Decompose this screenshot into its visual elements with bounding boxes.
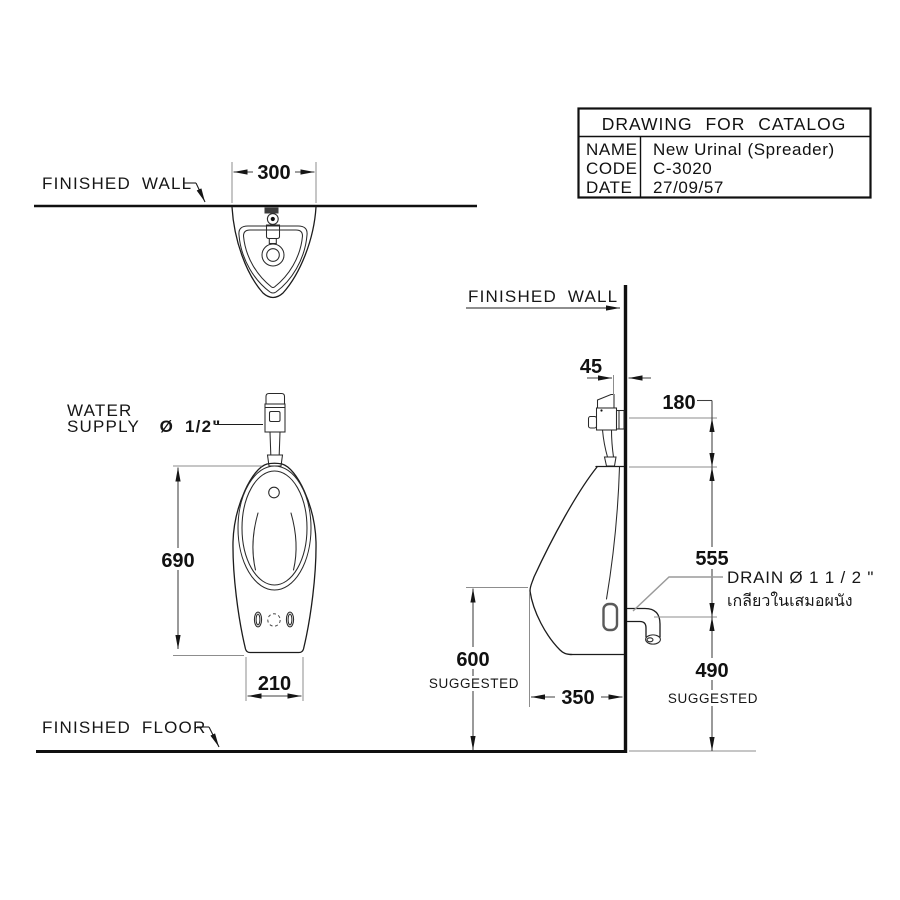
title-block-border <box>577 107 872 199</box>
dim-45: 45 <box>580 356 651 396</box>
name-value: New Urinal (Spreader) <box>653 140 835 159</box>
finished-wall-label-top: FINISHED WALL <box>42 174 192 193</box>
water-supply-line2: SUPPLY <box>67 417 140 436</box>
suggested-label-left: SUGGESTED <box>429 676 519 691</box>
drawing-title: DRAWING FOR CATALOG <box>602 114 847 134</box>
inlet-to-rim-dimension: 180 <box>662 392 695 414</box>
base-width-dimension: 210 <box>258 673 291 695</box>
front-view: WATER SUPPLY Ø 1/2" <box>36 392 627 753</box>
valve-shank-side <box>603 456 617 467</box>
finished-floor-leader <box>197 726 220 748</box>
urinal-side-outline <box>529 465 625 656</box>
depth-dimension: 350 <box>561 687 594 709</box>
drain-pipe <box>626 607 661 645</box>
lip-height-dimension: 600 <box>456 649 489 671</box>
rim-outer-top <box>238 225 308 294</box>
code-value: C-3020 <box>653 159 712 178</box>
flush-valve-side <box>587 393 625 467</box>
valve-offset-dimension: 45 <box>580 356 602 378</box>
bowl-inner-line-side <box>605 466 621 600</box>
finished-floor-label: FINISHED FLOOR <box>42 718 206 737</box>
valve-knob-side <box>587 415 598 429</box>
title-block: DRAWING FOR CATALOG NAME New Urinal (Spr… <box>577 107 872 199</box>
rim-inner-top <box>242 229 304 289</box>
spreader-stem-top <box>268 237 277 245</box>
flush-valve-front <box>264 392 286 467</box>
finished-wall-leader-top <box>183 182 206 203</box>
name-label: NAME <box>586 140 638 159</box>
side-view: FINISHED WALL <box>429 285 874 753</box>
date-value: 27/09/57 <box>653 178 724 197</box>
drain-height-dimension: 490 <box>695 660 728 682</box>
dim-210: 210 <box>245 657 304 701</box>
spreader-hole-front <box>268 486 280 499</box>
top-view: FINISHED WALL 300 <box>34 161 477 299</box>
suggested-label-right: SUGGESTED <box>668 691 758 706</box>
dim-600: 600 SUGGESTED <box>429 587 528 750</box>
water-supply-size: Ø 1/2" <box>160 417 222 436</box>
drain-label-thai: เกลียวในเสมอผนัง <box>727 591 853 610</box>
front-height-dimension: 690 <box>161 550 194 572</box>
wall-inlet-side <box>615 409 625 430</box>
valve-shank-front <box>266 454 284 467</box>
urinal-top-outline <box>231 206 317 299</box>
spreader-ring-inner <box>266 248 280 262</box>
valve-circle-top <box>266 213 279 225</box>
dim-300: 300 <box>231 161 317 203</box>
spreader-ring-outer <box>261 243 285 267</box>
drain-leader <box>632 576 723 612</box>
rim-outer-front <box>237 465 312 591</box>
drain-hole-side <box>602 602 619 632</box>
valve-body-top <box>265 224 281 240</box>
urinal-front-outline <box>232 462 317 654</box>
drain-callout: DRAIN Ø 1 1 / 2 " เกลียวในเสมอผนัง <box>632 568 874 612</box>
date-label: DATE <box>586 178 632 197</box>
code-label: CODE <box>586 159 638 178</box>
svg-text:SUPPLY Ø 1/2": SUPPLY Ø 1/2" <box>67 417 222 436</box>
finished-wall-label-side: FINISHED WALL <box>468 287 618 306</box>
drain-label: DRAIN Ø 1 1 / 2 " <box>727 568 874 587</box>
rim-inner-front <box>241 470 308 586</box>
dim-350: 350 <box>529 592 623 709</box>
wall-inlet-top <box>264 207 279 214</box>
dim-chain-right: 180 555 490 SUGGESTED <box>629 392 760 752</box>
rim-to-drain-dimension: 555 <box>695 548 728 570</box>
water-supply-line1: WATER <box>67 401 133 420</box>
dim-690: 690 <box>156 465 262 656</box>
sensor-dots-front <box>253 611 295 628</box>
valve-button-front <box>268 410 281 423</box>
top-width-dimension: 300 <box>257 162 290 184</box>
